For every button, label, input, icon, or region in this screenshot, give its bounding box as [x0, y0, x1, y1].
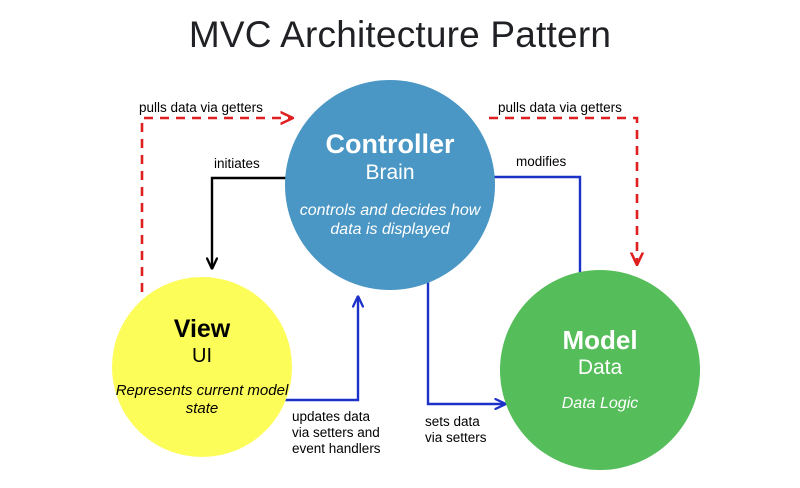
- edge-label-sets: sets data via setters: [425, 414, 487, 445]
- node-model[interactable]: Model Data Data Logic: [500, 270, 700, 470]
- view-subtitle: UI: [192, 344, 212, 367]
- page-title: MVC Architecture Pattern: [188, 14, 612, 55]
- connector-modifies: [490, 175, 580, 287]
- connector-sets: [426, 282, 505, 404]
- controller-description: controls and decides how data is display…: [299, 202, 481, 239]
- view-description: Represents current model state: [115, 381, 289, 417]
- edge-label-initiates: initiates: [214, 156, 260, 171]
- connector-initiates: [212, 176, 290, 268]
- connector-updates: [282, 297, 358, 402]
- edge-label-getters-right: pulls data via getters: [498, 100, 622, 115]
- model-description: Data Logic: [561, 394, 639, 412]
- edge-label-getters-left: pulls data via getters: [139, 100, 263, 115]
- edge-label-updates: updates data via setters and event handl…: [292, 409, 381, 456]
- model-title: Model: [562, 325, 638, 356]
- controller-title: Controller: [325, 129, 455, 160]
- connector-getters-left: [140, 118, 292, 292]
- model-subtitle: Data: [577, 355, 623, 379]
- edge-label-modifies: modifies: [516, 154, 567, 169]
- node-controller[interactable]: Controller Brain controls and decides ho…: [285, 80, 495, 290]
- node-view[interactable]: View UI Represents current model state: [112, 277, 292, 457]
- view-title: View: [173, 315, 231, 344]
- controller-subtitle: Brain: [365, 161, 415, 185]
- connector-getters-right: [489, 116, 637, 264]
